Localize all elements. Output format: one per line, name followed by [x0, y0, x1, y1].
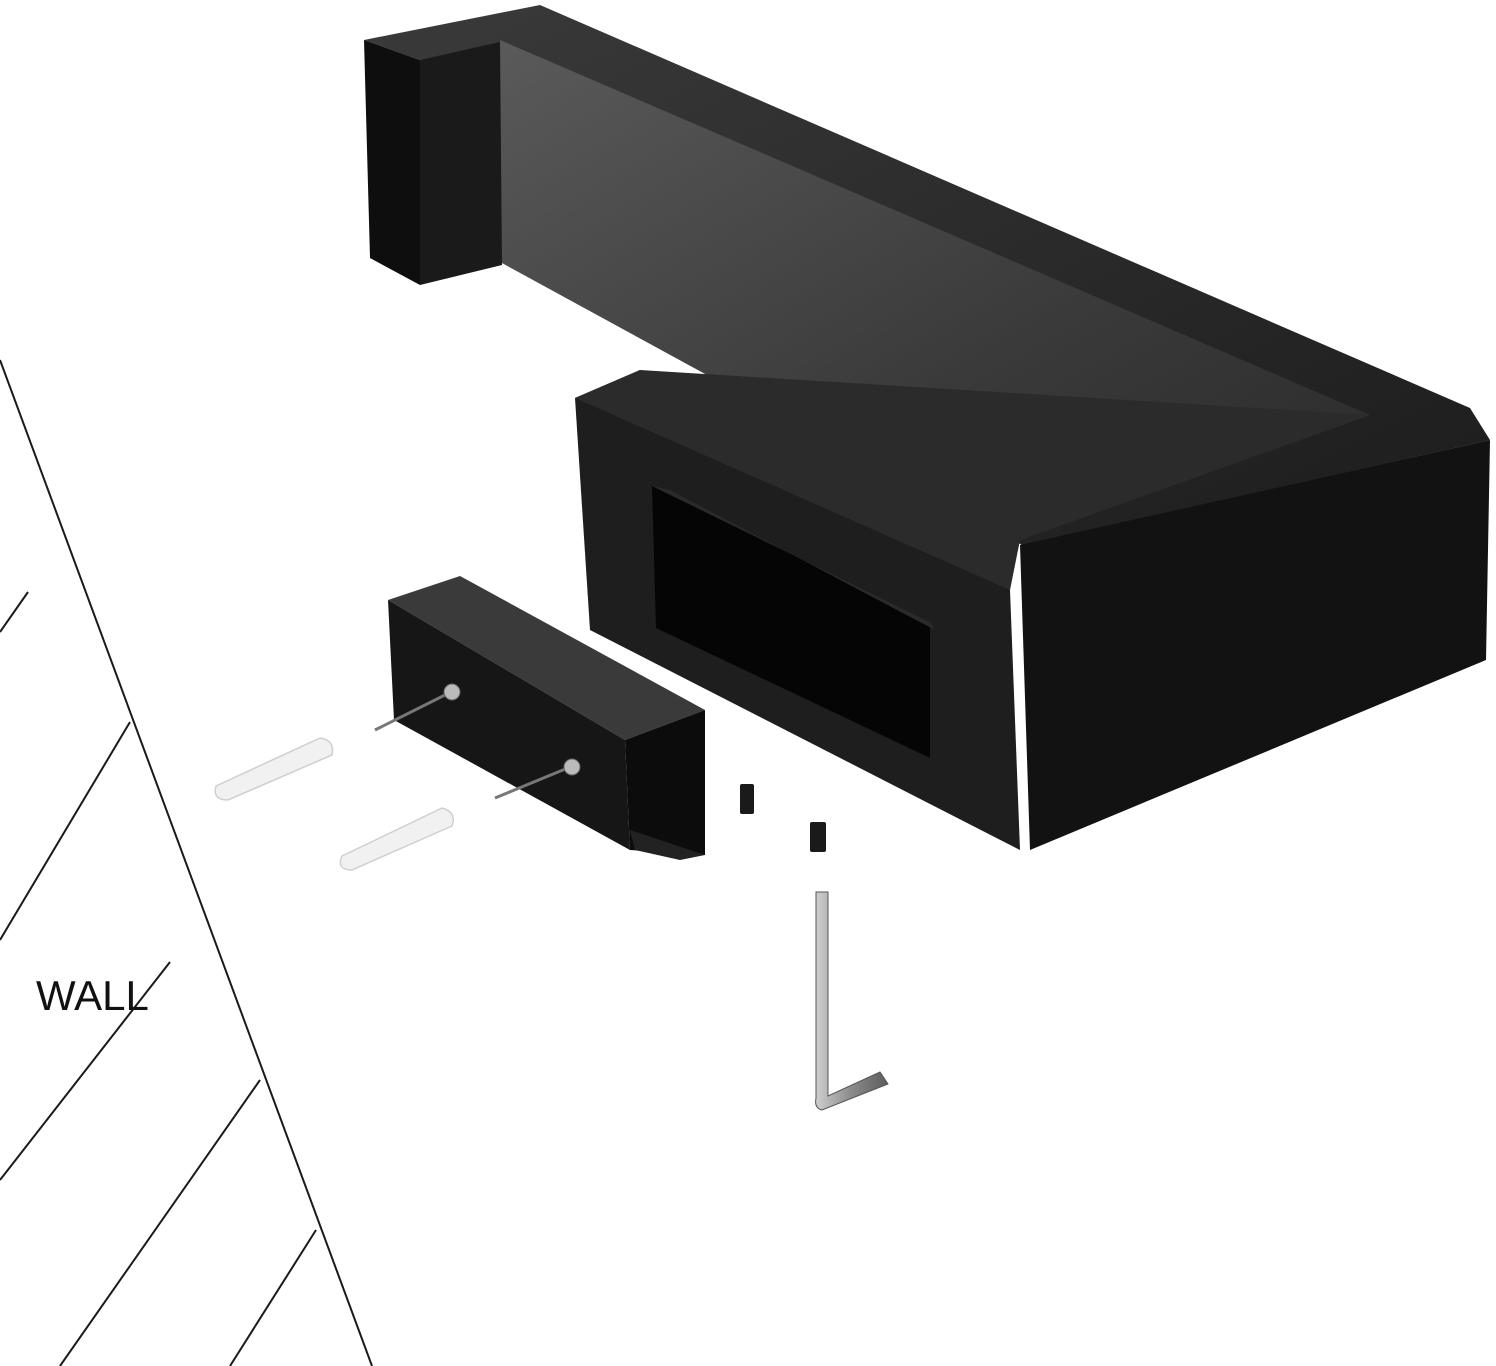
set-screw — [810, 822, 826, 852]
wall-label: WALL — [36, 972, 149, 1019]
toilet-paper-holder-arm — [364, 5, 1490, 850]
mounting-bracket — [388, 576, 705, 860]
wood-screw — [494, 758, 581, 800]
wall-anchor — [339, 807, 454, 871]
wall-hatching — [0, 359, 373, 1366]
wall-anchor — [214, 737, 334, 801]
hex-key — [815, 891, 889, 1111]
set-screw — [740, 784, 754, 814]
wood-screw — [374, 683, 461, 732]
